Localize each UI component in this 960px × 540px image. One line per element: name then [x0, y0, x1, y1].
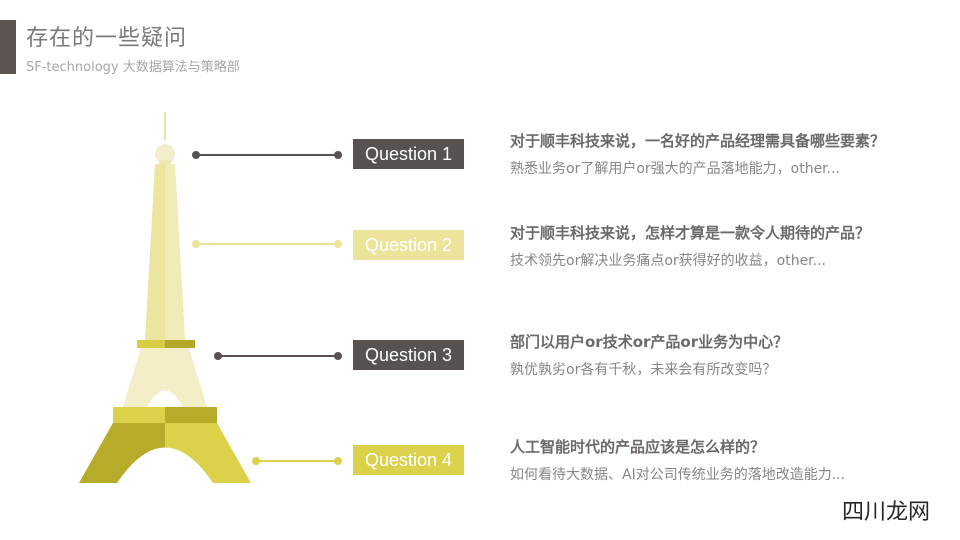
q2-connector-dot-right [334, 240, 342, 248]
watermark-text: 四川龙网 [841, 500, 930, 525]
eiffel-tower-icon [79, 112, 251, 483]
page-subtitle: SF-technology 大数据算法与策略部 [26, 60, 240, 75]
q4-connector-line [256, 460, 340, 462]
question-3-desc: 孰优孰劣or各有千秋，未来会有所改变吗？ [510, 362, 777, 378]
q1-connector-dot-right [334, 151, 342, 159]
question-1-desc: 熟悉业务or了解用户or强大的产品落地能力，other... [510, 161, 841, 177]
question-2-title: 对于顺丰科技来说，怎样才算是一款令人期待的产品？ [510, 224, 871, 242]
question-3-label: Question 3 [353, 340, 464, 370]
question-4-title: 人工智能时代的产品应该是怎么样的？ [510, 438, 766, 456]
q1-connector-line [196, 154, 340, 156]
question-1-title: 对于顺丰科技来说，一名好的产品经理需具备哪些要素？ [510, 132, 886, 150]
q4-connector-dot-right [334, 457, 342, 465]
title-accent-bar [0, 20, 16, 74]
question-3-title: 部门以用户or技术or产品or业务为中心？ [510, 333, 789, 351]
page-title: 存在的一些疑问 [26, 26, 188, 51]
question-2-desc: 技术领先or解决业务痛点or获得好的收益，other... [510, 253, 827, 269]
question-4-label: Question 4 [353, 445, 464, 475]
q3-connector-dot-right [334, 352, 342, 360]
question-2-label: Question 2 [353, 230, 464, 260]
q2-connector-line [196, 243, 340, 245]
question-4-desc: 如何看待大数据、AI对公司传统业务的落地改造能力... [510, 467, 846, 483]
question-1-label: Question 1 [353, 139, 464, 169]
q3-connector-line [218, 355, 340, 357]
